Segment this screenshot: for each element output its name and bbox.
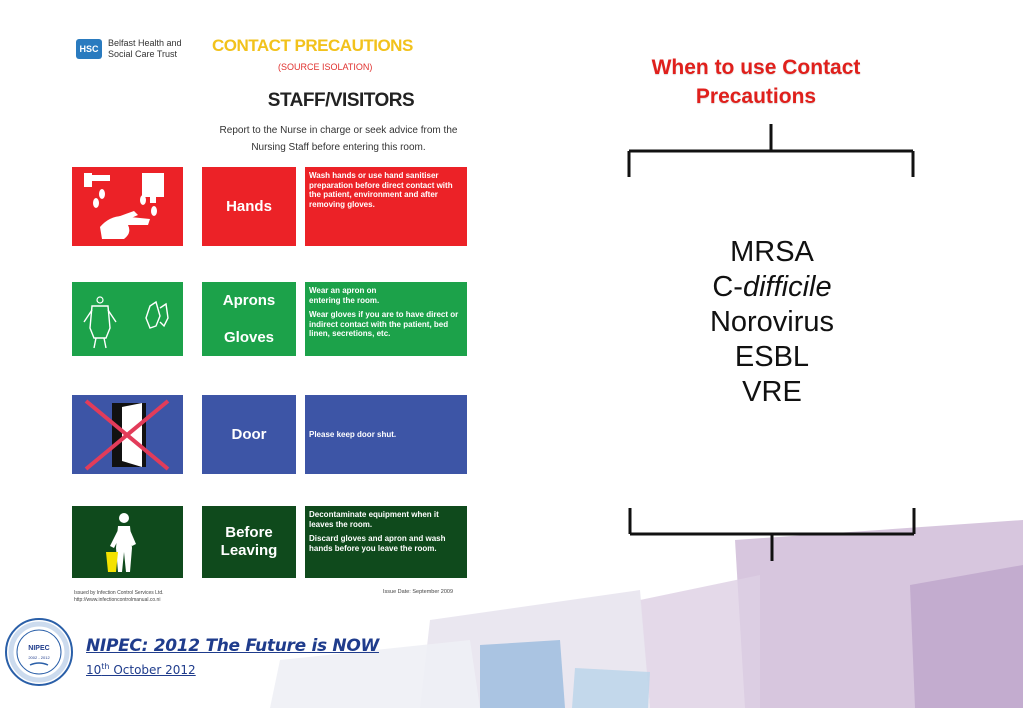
instructions-line1: Report to the Nurse in charge or seek ad… bbox=[219, 125, 458, 136]
no-open-door-icon bbox=[72, 395, 183, 474]
hands-instructions-text: Wash hands or use hand sanitiser prepara… bbox=[309, 171, 453, 209]
poster-issuer: Issued by Infection Control Services Ltd… bbox=[74, 590, 164, 604]
org-name-line1: Belfast Health and bbox=[108, 38, 182, 48]
hands-label: Hands bbox=[202, 167, 296, 246]
seal-years: 2002 - 2012 bbox=[28, 655, 50, 660]
condition-norovirus: Norovirus bbox=[709, 306, 835, 338]
condition-vre: VRE bbox=[742, 376, 802, 408]
poster-audience: STAFF/VISITORS bbox=[267, 90, 415, 111]
before-leaving-label: Before Leaving bbox=[202, 506, 296, 578]
conditions-list: MRSA C-difficile Norovirus ESBL VRE bbox=[640, 235, 904, 410]
poster-subtitle: (SOURCE ISOLATION) bbox=[278, 62, 373, 72]
hands-instructions: Wash hands or use hand sanitiser prepara… bbox=[305, 167, 467, 246]
decontaminate-text: Decontaminate equipment when it leaves t… bbox=[309, 510, 439, 529]
heading-line2: Precautions bbox=[695, 85, 817, 108]
condition-item: C-difficile bbox=[640, 270, 904, 305]
aprons-instructions-text: Wear an apron on entering the room. bbox=[309, 286, 380, 305]
aprons-gloves-instructions: Wear an apron on entering the room. Wear… bbox=[305, 282, 467, 356]
issuer-line2: http://www.infectioncontrolmanual.co.ni bbox=[74, 597, 161, 603]
nipec-conference-title: NIPEC: 2012 The Future is NOW bbox=[86, 636, 379, 656]
issuer-line1: Issued by Infection Control Services Ltd… bbox=[74, 590, 164, 596]
poster-title: CONTACT PRECAUTIONS bbox=[212, 36, 413, 55]
date-month-year: October 2012 bbox=[109, 663, 196, 677]
door-instructions-text: Please keep door shut. bbox=[309, 429, 397, 439]
condition-item: Norovirus bbox=[640, 305, 904, 340]
date-suffix: th bbox=[101, 662, 110, 671]
waste-bin-icon bbox=[72, 506, 183, 578]
condition-item: MRSA bbox=[640, 235, 904, 270]
condition-item: VRE bbox=[640, 375, 904, 410]
gloves-instructions-text: Wear gloves if you are to have direct or… bbox=[309, 310, 459, 338]
poster-instructions: Report to the Nurse in charge or seek ad… bbox=[206, 122, 471, 156]
hand-hygiene-icon bbox=[72, 167, 183, 246]
condition-item: ESBL bbox=[640, 340, 904, 375]
aprons-gloves-label: Aprons Gloves bbox=[202, 282, 296, 356]
condition-difficile: difficile bbox=[742, 271, 832, 303]
condition-mrsa: MRSA bbox=[730, 236, 814, 268]
conference-date: 10th October 2012 bbox=[86, 662, 196, 677]
condition-c-prefix: C- bbox=[712, 271, 743, 303]
contact-precautions-heading: When to use Contact Precautions bbox=[612, 53, 900, 111]
before-leaving-instructions: Decontaminate equipment when it leaves t… bbox=[305, 506, 467, 578]
contact-precautions-poster: HSC Belfast Health and Social Care Trust… bbox=[66, 28, 476, 608]
before-label: Before bbox=[225, 524, 273, 541]
seal-text: NIPEC bbox=[28, 645, 49, 652]
door-label: Door bbox=[202, 395, 296, 474]
aprons-label: Aprons bbox=[222, 291, 276, 309]
gloves-label: Gloves bbox=[223, 328, 275, 346]
discard-text: Discard gloves and apron and wash hands … bbox=[309, 534, 446, 553]
bracket-lines bbox=[627, 124, 916, 561]
instructions-line2: Nursing Staff before entering this room. bbox=[251, 142, 426, 153]
org-name-line2: Social Care Trust bbox=[108, 49, 178, 59]
poster-issue-date: Issue Date: September 2009 bbox=[383, 589, 454, 595]
date-day: 10 bbox=[86, 663, 102, 677]
org-name: Belfast Health and Social Care Trust bbox=[108, 38, 188, 60]
hsc-logo: HSC bbox=[76, 39, 102, 59]
condition-esbl: ESBL bbox=[734, 341, 810, 373]
door-instructions: Please keep door shut. bbox=[305, 395, 467, 474]
nipec-seal-logo: NIPEC 2002 - 2012 bbox=[5, 618, 73, 686]
leaving-label: Leaving bbox=[220, 542, 278, 559]
apron-gloves-icon bbox=[72, 282, 183, 356]
heading-line1: When to use Contact bbox=[651, 56, 861, 79]
